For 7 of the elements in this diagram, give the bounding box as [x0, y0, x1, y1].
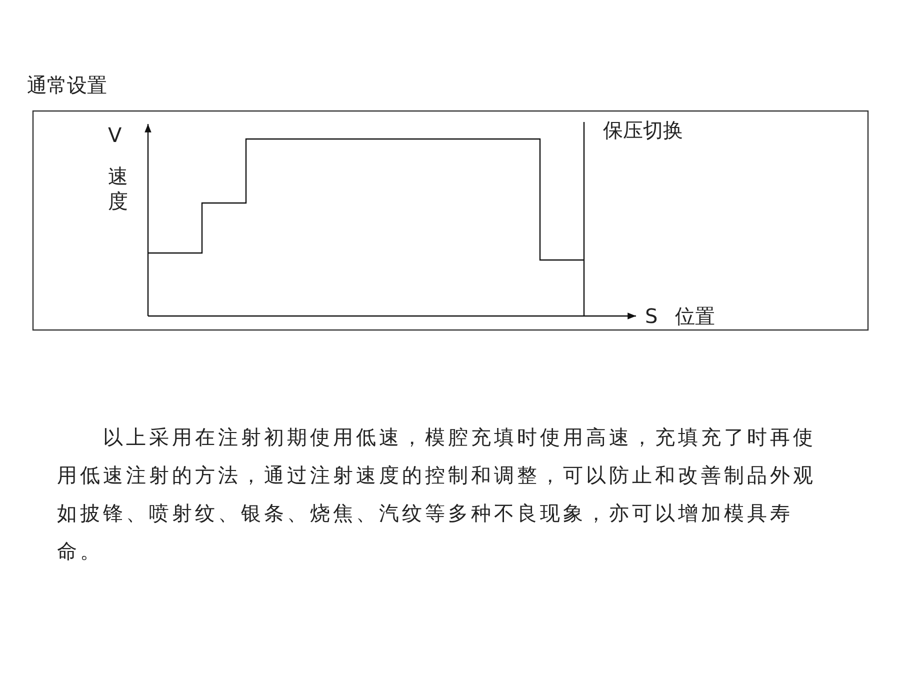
axis-label: V: [108, 124, 122, 146]
paragraph: 以上采用在注射初期使用低速，模腔充填时使用高速，充填充了时再使用低速注射的方法，通过注射速度的控制和调整，可以防止和改善制品外观如披锋、喷射纹、银条、烧焦、汽纹等多种不良现象，亦可以增加模具寿命。: [57, 424, 817, 565]
axis-label: 位置: [675, 305, 715, 327]
axis-label: 速度: [108, 164, 128, 214]
switchover-label: 保压切换: [603, 119, 683, 141]
axis-label: S: [645, 305, 658, 327]
title: 通常设置: [27, 74, 107, 96]
